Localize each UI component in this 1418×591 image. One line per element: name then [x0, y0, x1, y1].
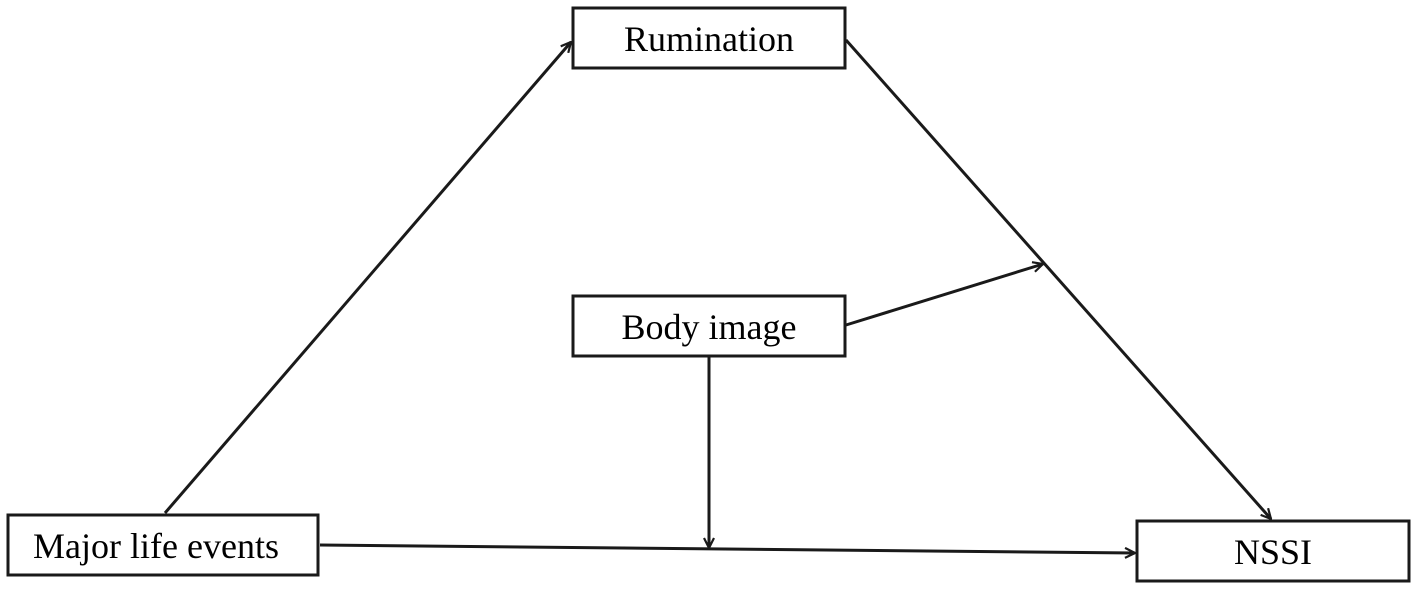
node-body-image-label: Body image	[622, 307, 797, 347]
arrow-major-life-events-to-rumination	[163, 42, 571, 514]
node-major-life-events-label: Major life events	[33, 526, 279, 566]
node-nssi-label: NSSI	[1234, 532, 1312, 572]
arrow-body-image-to-rumination-path	[845, 264, 1043, 327]
node-rumination: Rumination	[571, 6, 847, 70]
node-major-life-events: Major life events	[6, 513, 320, 577]
node-nssi: NSSI	[1135, 519, 1411, 583]
node-body-image: Body image	[571, 294, 847, 358]
arrow-major-life-events-to-nssi	[319, 543, 1135, 553]
node-rumination-label: Rumination	[624, 19, 794, 59]
arrow-rumination-to-nssi	[844, 39, 1271, 519]
